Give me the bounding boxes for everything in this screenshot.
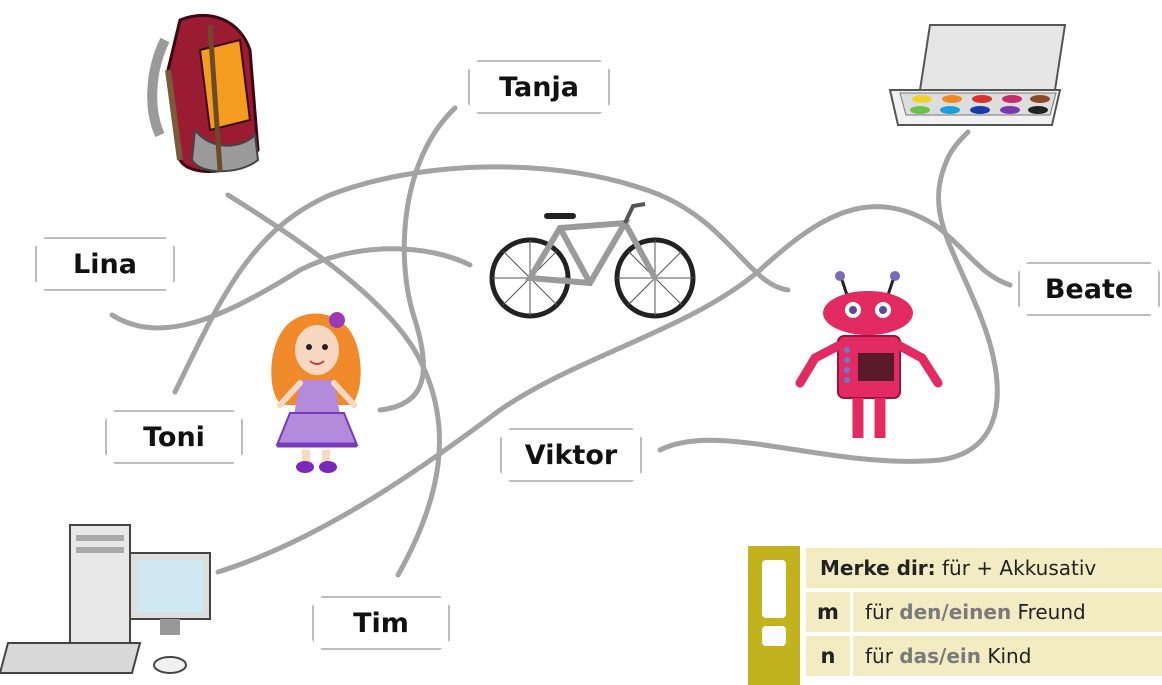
note-row-m-noun: Freund — [1011, 600, 1086, 624]
name-tag-beate[interactable]: Beate — [1018, 262, 1160, 316]
note-separator — [850, 636, 853, 676]
name-tanja: Tanja — [499, 71, 579, 103]
line-backpack-tim — [225, 192, 442, 578]
note-row-m-pre: für — [865, 600, 900, 624]
name-toni: Toni — [143, 421, 205, 453]
name-viktor: Viktor — [524, 439, 618, 471]
exclamation-icon — [762, 560, 786, 646]
computer-image[interactable] — [0, 515, 220, 685]
note-row-n: n für das/ein Kind — [806, 636, 1162, 676]
line-viktor-palette — [657, 129, 1000, 464]
line-toni-robot — [172, 164, 791, 395]
note-heading-text: für + Akkusativ — [935, 556, 1097, 580]
name-tag-toni[interactable]: Toni — [105, 410, 243, 464]
note-row-m: m für den/einen Freund — [806, 592, 1162, 632]
robot-image[interactable] — [790, 258, 945, 443]
name-tag-tim[interactable]: Tim — [312, 596, 450, 650]
gender-m: m — [817, 600, 839, 624]
note-row-m-article: den/einen — [899, 600, 1012, 624]
note-row-n-article: das/ein — [899, 644, 981, 668]
note-row-n-noun: Kind — [980, 644, 1032, 668]
paint-box-image[interactable] — [880, 15, 1070, 130]
name-beate: Beate — [1044, 273, 1134, 305]
name-lina: Lina — [73, 248, 137, 280]
line-computer-beate — [215, 204, 1013, 575]
name-tag-tanja[interactable]: Tanja — [468, 60, 610, 114]
name-tim: Tim — [353, 607, 409, 639]
gender-n: n — [820, 644, 836, 668]
bicycle-image[interactable] — [485, 198, 700, 323]
note-row-n-pre: für — [865, 644, 900, 668]
line-tanja-doll — [377, 105, 458, 413]
note-heading-label: Merke dir: — [820, 556, 936, 580]
note-separator — [850, 592, 853, 632]
name-tag-lina[interactable]: Lina — [35, 237, 175, 291]
name-tag-viktor[interactable]: Viktor — [500, 428, 642, 482]
doll-image[interactable] — [262, 305, 372, 480]
grammar-note: Merke dir: für + Akkusativ m für den/ein… — [748, 546, 1162, 685]
line-lina-bike — [109, 246, 473, 331]
backpack-image[interactable] — [140, 10, 270, 180]
note-heading-row: Merke dir: für + Akkusativ — [806, 548, 1162, 588]
